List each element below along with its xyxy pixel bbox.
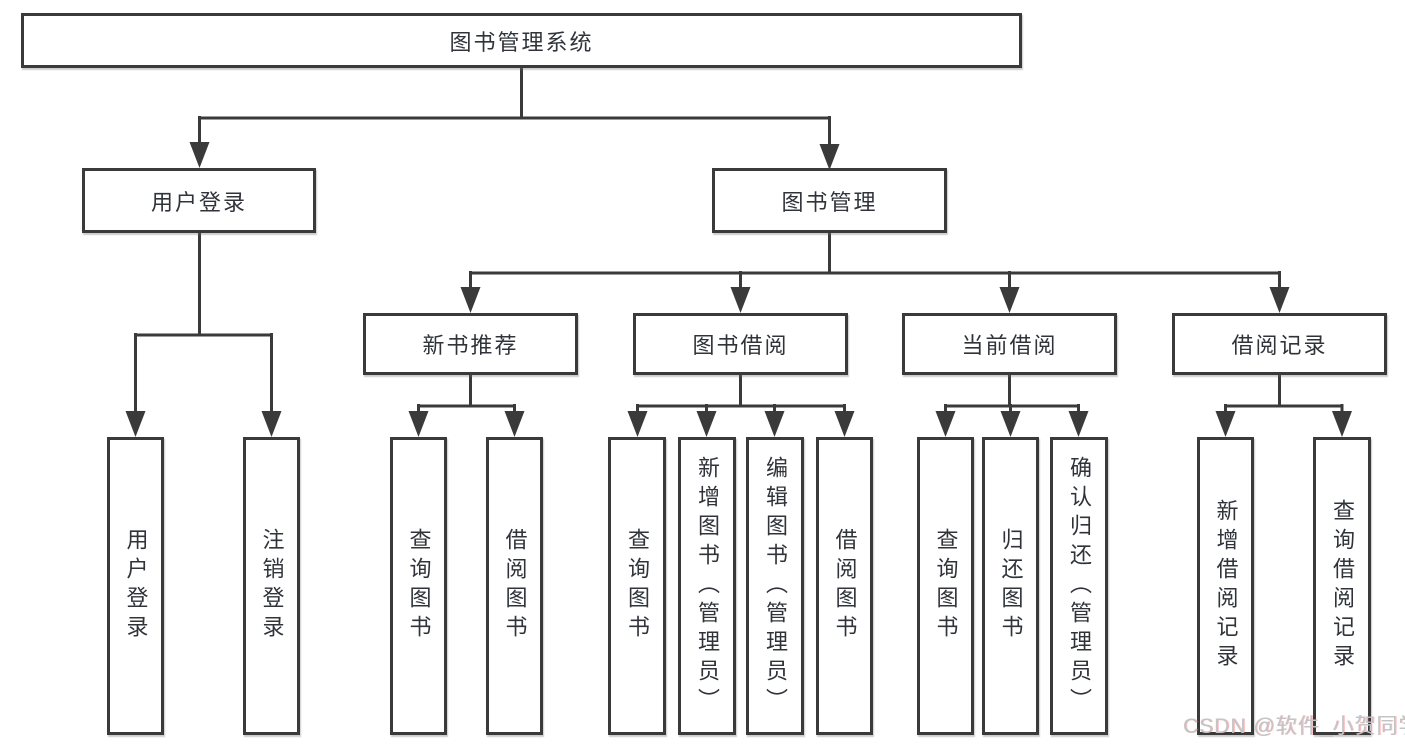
leaf-query-borrow-record: 查询借阅记录: [1313, 437, 1371, 735]
leaf-borrow-books: 借阅图书: [816, 437, 873, 735]
node-new-book-recommendation: 新书推荐: [363, 313, 578, 375]
leaf-add-borrow-record: 新增借阅记录: [1197, 437, 1254, 735]
csdn-watermark: CSDN @软件_小贺同学: [1183, 715, 1405, 738]
node-book-borrowing: 图书借阅: [633, 313, 848, 375]
leaf-query-books-borrow: 查询图书: [608, 437, 666, 735]
leaf-user-login: 用户登录: [107, 437, 164, 735]
leaf-edit-books-admin: 编辑图书（管理员）: [746, 437, 804, 735]
leaf-add-books-admin: 新增图书（管理员）: [678, 437, 736, 735]
node-book-management: 图书管理: [712, 168, 947, 233]
leaf-query-books-recommend: 查询图书: [390, 437, 447, 735]
leaf-confirm-return-admin: 确认归还（管理员）: [1050, 437, 1108, 735]
leaf-return-books: 归还图书: [982, 437, 1039, 735]
node-current-borrowing: 当前借阅: [902, 313, 1117, 375]
node-root-library-system: 图书管理系统: [21, 13, 1022, 68]
leaf-borrow-books-recommend: 借阅图书: [486, 437, 543, 735]
leaf-logout: 注销登录: [243, 437, 300, 735]
node-user-login: 用户登录: [82, 168, 316, 233]
node-borrow-records: 借阅记录: [1172, 313, 1387, 375]
leaf-query-books-current: 查询图书: [917, 437, 974, 735]
